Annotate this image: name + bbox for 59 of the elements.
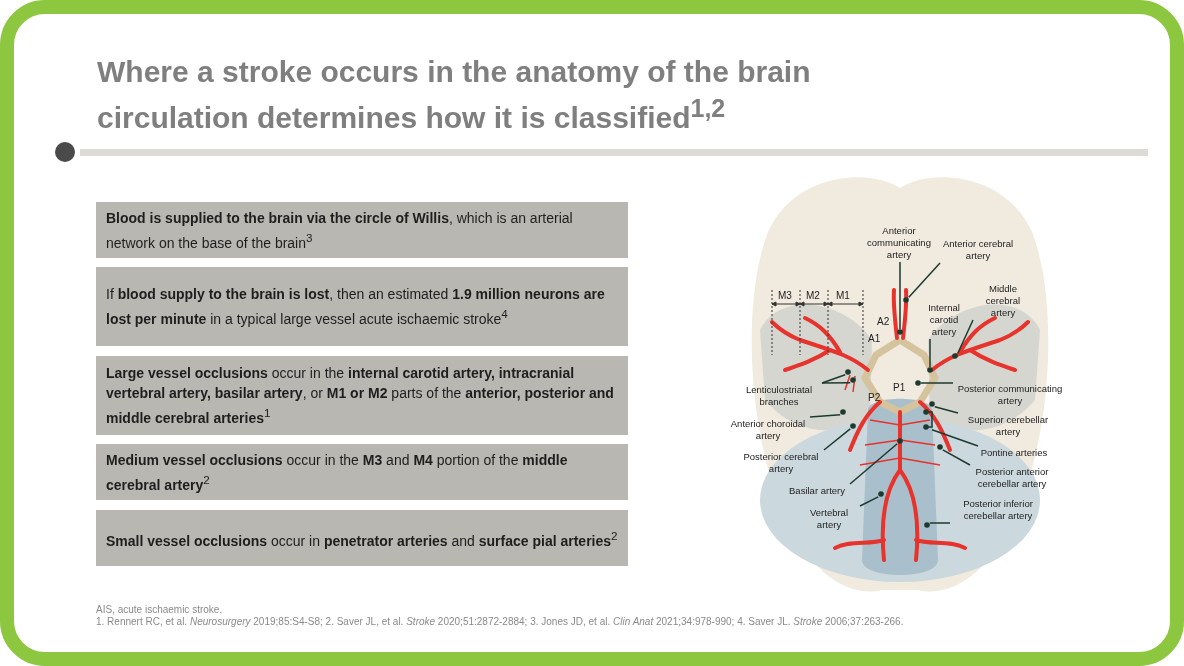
leader-dot [845, 369, 851, 375]
leader-line [929, 338, 931, 368]
artery-label: Posterior communicating artery [955, 383, 1065, 407]
leader-dot [924, 522, 930, 528]
artery-label: Basilar artery [786, 485, 848, 497]
artery-label: Posterior cerebral artery [740, 451, 822, 475]
leader-dot [878, 491, 884, 497]
artery-label: Superior cerebellar artery [960, 414, 1056, 438]
leader-line [809, 414, 841, 418]
leader-line [849, 443, 898, 485]
artery-label: Vertebral artery [800, 507, 858, 531]
leader-dot [937, 444, 943, 450]
leader-line [899, 261, 901, 330]
slide-title: Where a stroke occurs in the anatomy of the brain circulation determines how it is classified$^{1,2}$ [97, 54, 812, 136]
artery-label: Anterior choroidal artery [728, 418, 808, 442]
artery-label: Anterior communicating artery [858, 225, 940, 261]
leader-line [929, 522, 951, 524]
leader-dot [915, 380, 921, 386]
artery-label: Internal carotid artery [922, 302, 966, 338]
leader-line [908, 262, 941, 298]
info-panel: If blood supply to the brain is lost, then an estimated 1.9 million neurons are lost per minute in a typical large vessel acute ischaemic stroke$^{4}$ [96, 267, 628, 346]
leader-dot [903, 297, 909, 303]
leader-dot [929, 401, 935, 407]
bracket [923, 409, 933, 430]
artery-label: Posterior inferior cerebellar artery [952, 498, 1044, 522]
segment-label: M1 [836, 290, 850, 301]
leader-dot [840, 409, 846, 415]
info-panel: Blood is supplied to the brain via the circle of Willis, which is an arterial network on the base of the brain$^{3}$ [96, 202, 628, 258]
segment-label: M2 [806, 290, 820, 301]
leader-dot [897, 438, 903, 444]
leader-dot [952, 353, 958, 359]
leader-dot [850, 377, 856, 383]
leader-dot [897, 329, 903, 335]
abbreviation-note: AIS, acute ischaemic stroke. [96, 604, 223, 615]
leader-line [859, 496, 879, 507]
artery-label: Lenticulostriatal branches [738, 384, 820, 408]
segment-label: M3 [778, 290, 792, 301]
artery-label: Anterior cerebral artery [942, 238, 1014, 262]
reference-list: 1. Rennert RC, et al. Neurosurgery 2019;85:S4-S8; 2. Saver JL, et al. Stroke 2020;51:2872-2884; 3. Jones JD, et al. Clin Anat 2021;34:978-990; 4. Saver JL. Stroke 2006;37:263-266. [96, 616, 904, 627]
leader-line [942, 449, 971, 466]
segment-label: A1 [868, 333, 881, 344]
info-panel: Medium vessel occlusions occur in the M3 and M4 portion of the middle cerebral artery$^{2}$ [96, 444, 628, 500]
leader-line [934, 406, 959, 414]
artery-label: Middle cerebral artery [975, 283, 1031, 319]
leader-line [823, 428, 851, 451]
leader-line [931, 429, 979, 447]
leader-line [920, 382, 954, 384]
leader-line [957, 319, 974, 354]
leader-dot [927, 367, 933, 373]
info-panel: Small vessel occlusions occur in penetrator arteries and surface pial arteries$^{2}$ [96, 510, 628, 566]
segment-label: P1 [893, 382, 906, 393]
segment-label: A2 [877, 316, 890, 327]
leader-line [821, 382, 851, 384]
info-panel: Large vessel occlusions occur in the internal carotid artery, intracranial vertebral artery, basilar artery, or M1 or M2 parts of the anterior, posterior and middle cerebral arteries$^{1}$ [96, 356, 628, 435]
leader-line [821, 374, 846, 384]
artery-label: Pontine arteries [980, 447, 1048, 459]
segment-label: P2 [868, 392, 881, 403]
artery-label: Posterior anterior cerebellar artery [972, 466, 1052, 490]
leader-dot [850, 423, 856, 429]
